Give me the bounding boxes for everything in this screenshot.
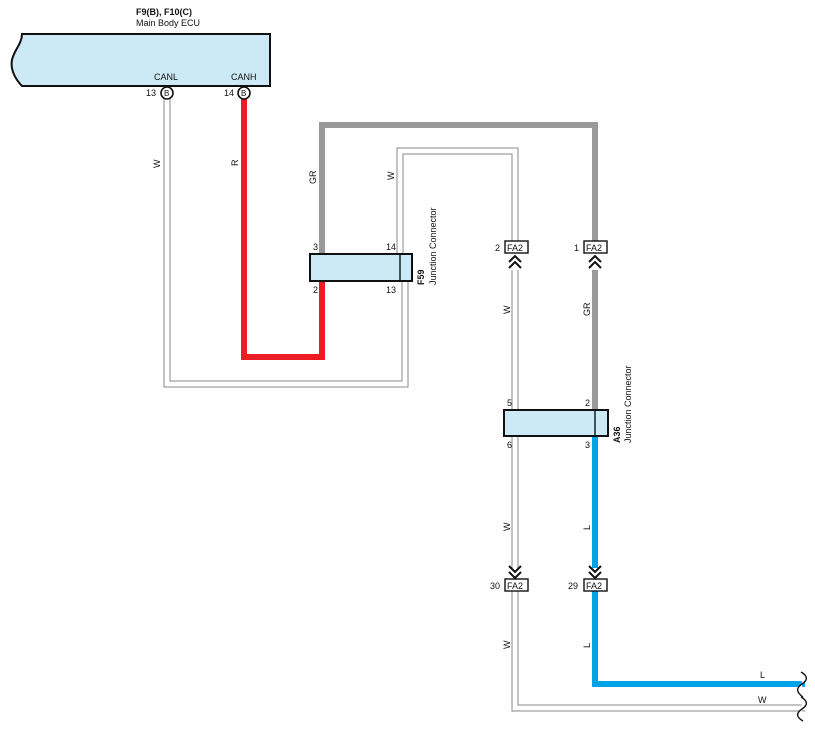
fa2-top-gr-box	[583, 240, 608, 254]
ecu-name: Main Body ECU	[136, 18, 200, 28]
wire-gr-f59-fa2	[319, 122, 598, 254]
f59-pin-13: 13	[386, 285, 396, 295]
a36-pin-3: 3	[585, 440, 590, 450]
fa2-bot-w-code: FA2	[507, 581, 523, 591]
fa2-bot-w-chevron	[508, 565, 522, 580]
ecu-pin-canh-name: CANH	[231, 72, 257, 82]
fa2-bot-w-num: 30	[490, 581, 500, 591]
wire-label-w-ecu: W	[152, 159, 162, 168]
f59-code: F59	[416, 269, 426, 285]
fa2-bot-l-code: FA2	[586, 581, 602, 591]
ecu-pin-canl-conn: B	[164, 89, 169, 98]
fa2-bot-l-chevron	[588, 565, 602, 580]
wire-label-gr-f59: GR	[308, 170, 318, 184]
ecu-box	[10, 33, 271, 87]
a36-name: Junction Connector	[623, 365, 633, 443]
wire-w-canl	[163, 96, 409, 388]
fa2-top-gr-chevron	[588, 254, 602, 269]
ecu-pin-canh-num: 14	[224, 88, 234, 98]
f59-box	[309, 253, 413, 282]
a36-pin-5: 5	[507, 398, 512, 408]
wire-w-f59-fa2	[396, 147, 519, 255]
ecu-pin-canl-name: CANL	[154, 72, 178, 82]
ecu-pin-canl-num: 13	[146, 88, 156, 98]
wire-label-w-fa2-mid: W	[502, 305, 512, 314]
fa2-bot-l-box	[583, 578, 608, 592]
fa2-top-w-num: 2	[495, 243, 500, 253]
wire-label-l-bottom: L	[582, 643, 592, 648]
ecu-code: F9(B), F10(C)	[136, 7, 192, 17]
fa2-top-w-box	[504, 240, 529, 254]
fa2-bot-w-box	[504, 578, 529, 592]
ecu-pin-canl-terminal	[160, 86, 174, 100]
wire-break-l	[796, 671, 808, 698]
wire-label-r-ecu: R	[230, 159, 240, 166]
f59-name: Junction Connector	[428, 207, 438, 285]
f59-pin-2: 2	[313, 285, 318, 295]
wire-break-w	[796, 696, 808, 722]
wire-label-w-f59: W	[386, 171, 396, 180]
wire-r-canh	[241, 96, 325, 360]
wire-w-bottom	[511, 590, 805, 712]
wire-label-w-a36-low: W	[502, 522, 512, 531]
wire-label-l-right: L	[760, 670, 765, 680]
wire-label-gr-fa2-mid: GR	[582, 302, 592, 316]
a36-pin-6: 6	[507, 440, 512, 450]
fa2-top-w-chevron	[508, 254, 522, 269]
wire-l-bottom	[592, 590, 805, 687]
wire-label-w-bottom: W	[502, 640, 512, 649]
ecu-pin-canh-conn: B	[241, 89, 246, 98]
fa2-top-gr-num: 1	[574, 243, 579, 253]
fa2-bot-l-num: 29	[568, 581, 578, 591]
fa2-top-w-code: FA2	[507, 243, 523, 253]
a36-box	[503, 409, 609, 437]
ecu-pin-canh-terminal	[237, 86, 251, 100]
fa2-top-gr-code: FA2	[586, 243, 602, 253]
f59-pin-14: 14	[386, 242, 396, 252]
wire-label-l-a36-low: L	[582, 525, 592, 530]
a36-code: A36	[612, 426, 622, 443]
f59-pin-3: 3	[313, 242, 318, 252]
wire-label-w-right: W	[758, 695, 767, 705]
a36-pin-2: 2	[585, 398, 590, 408]
